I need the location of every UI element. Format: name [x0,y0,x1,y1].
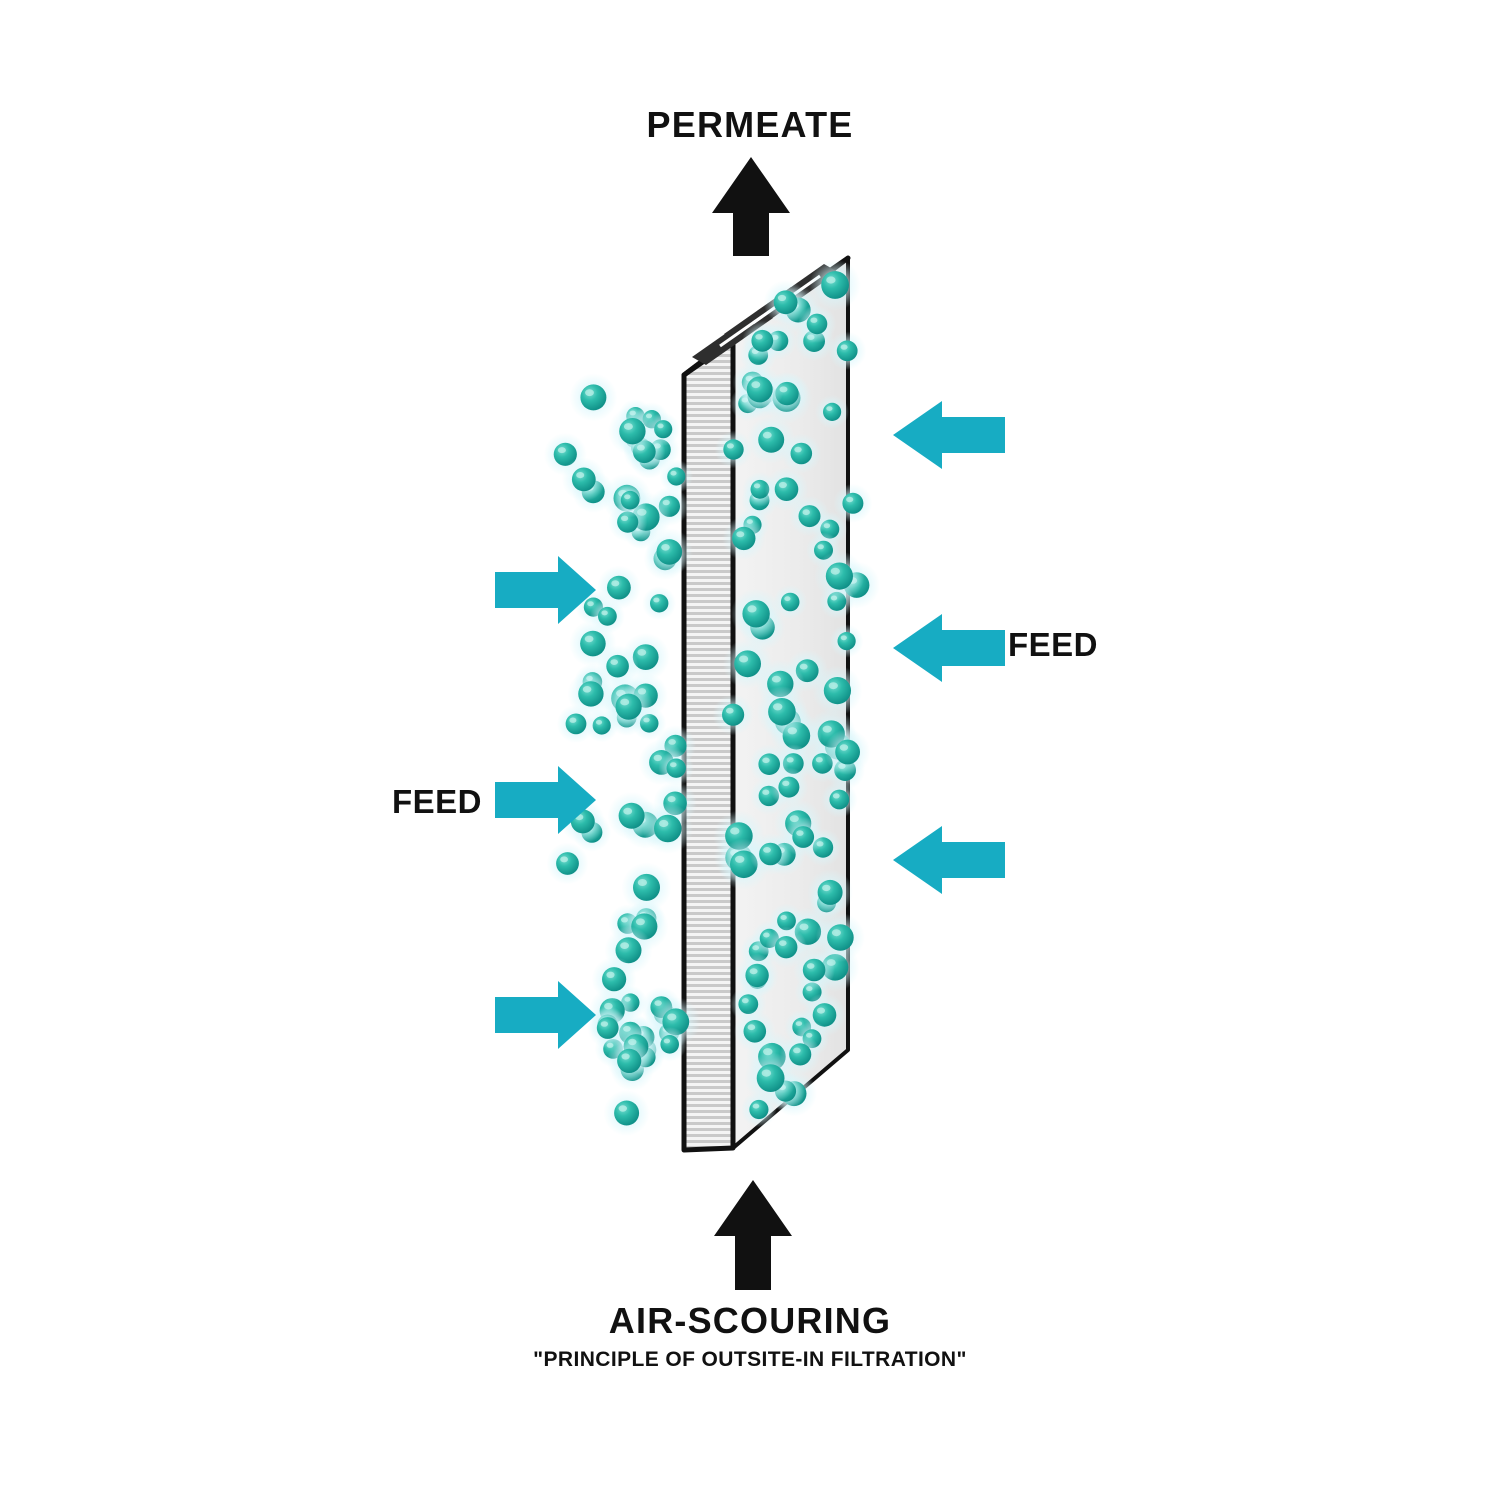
feed-arrow-right-1 [893,401,1005,469]
feed-particle [765,926,807,968]
feed-particle [815,912,866,963]
feed-particle [829,624,864,658]
air-scouring-arrow [714,1180,792,1290]
feed-particle [773,584,808,620]
feed-particle [809,259,861,311]
particle-cloud-left [543,373,701,1137]
feed-arrow-right-3 [893,826,1005,894]
feed-particle [793,949,835,991]
feed-particle [807,869,854,916]
feed-particle [733,1010,776,1053]
feed-particle [744,1052,797,1104]
feed-particle [606,1038,652,1084]
feed-particle [797,304,837,343]
feed-particle [621,862,672,913]
feed-particle [561,457,606,502]
feed-particle [769,767,809,807]
feed-arrow-right-2 [893,614,1005,682]
feed-particle [828,331,867,370]
feed-particle [589,598,625,634]
feed-arrow-left-1 [495,556,596,624]
feed-particle [742,320,783,361]
feed-particle [569,373,618,422]
feed-particle [722,516,766,561]
feed-particle [659,459,694,494]
feed-arrow-left-3 [495,981,596,1049]
feed-particle [783,816,824,858]
feed-particle [814,551,865,602]
feed-particle [642,586,677,621]
feed-particle [591,956,637,1002]
feed-particle [781,433,822,474]
feed-arrow-right-group [893,401,1005,894]
feed-particle [642,803,694,854]
feed-particle [756,686,808,738]
feed-particle [608,406,657,456]
feed-arrow-left-2 [495,766,596,834]
feed-particle [821,781,858,818]
feed-particle [556,704,596,744]
feed-particle [763,280,808,325]
feed-label-right: FEED [1008,626,1099,663]
feed-particle [546,842,589,885]
feed-particle [824,729,871,775]
feed-particle [652,1027,687,1062]
feed-arrow-left-group [495,556,596,1049]
feed-label-left: FEED [392,783,483,820]
feed-particle [789,495,830,537]
feed-particle [730,588,782,640]
permeate-label: PERMEATE [646,104,854,145]
feed-particle [658,750,695,787]
principle-subtitle: "PRINCIPLE OF OUTSITE-IN FILTRATION" [533,1348,967,1371]
feed-particle [612,483,648,518]
feed-particle [714,430,753,469]
feed-particle [645,528,693,576]
permeate-arrow [712,157,790,256]
feed-particle [815,395,849,429]
feed-particle [712,694,754,736]
particle-cloud-right [712,259,881,1128]
feed-particle [596,645,639,688]
feed-particle [735,365,784,414]
feed-particle [603,1089,650,1137]
feed-particle [812,665,863,716]
air-scouring-label: AIR-SCOURING [608,1300,892,1341]
feed-particle [749,833,792,875]
feed-particle [833,483,873,523]
